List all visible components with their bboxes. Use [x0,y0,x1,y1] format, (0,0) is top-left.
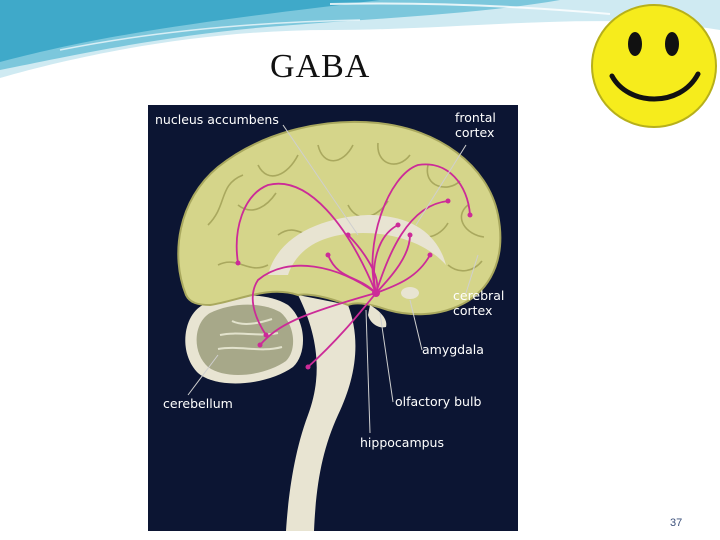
label-cerebral-cortex: cerebral cortex [453,288,505,318]
label-hippocampus: hippocampus [360,435,444,450]
leader-lines [187,124,479,434]
brain-diagram: nucleus accumbens frontal cortex cerebra… [148,105,518,531]
pathway-nodes [235,198,473,370]
gaba-pathways [235,163,471,368]
slide-number: 37 [670,517,683,529]
cerebellum [196,304,294,375]
brainstem [286,295,356,531]
label-frontal-cortex: frontal cortex [455,110,496,140]
title-swoosh-decoration [0,0,720,78]
cerebral-cortex [177,120,502,316]
label-amygdala: amygdala [422,342,484,357]
page-title: GABA [270,48,371,85]
amygdala-region [401,287,419,299]
label-cerebellum: cerebellum [163,396,233,411]
label-nucleus-accumbens: nucleus accumbens [155,112,279,127]
label-olfactory-bulb: olfactory bulb [395,394,482,409]
corpus-callosum [268,215,446,275]
smiley-face-icon [591,4,717,128]
brain-illustration [177,120,502,531]
